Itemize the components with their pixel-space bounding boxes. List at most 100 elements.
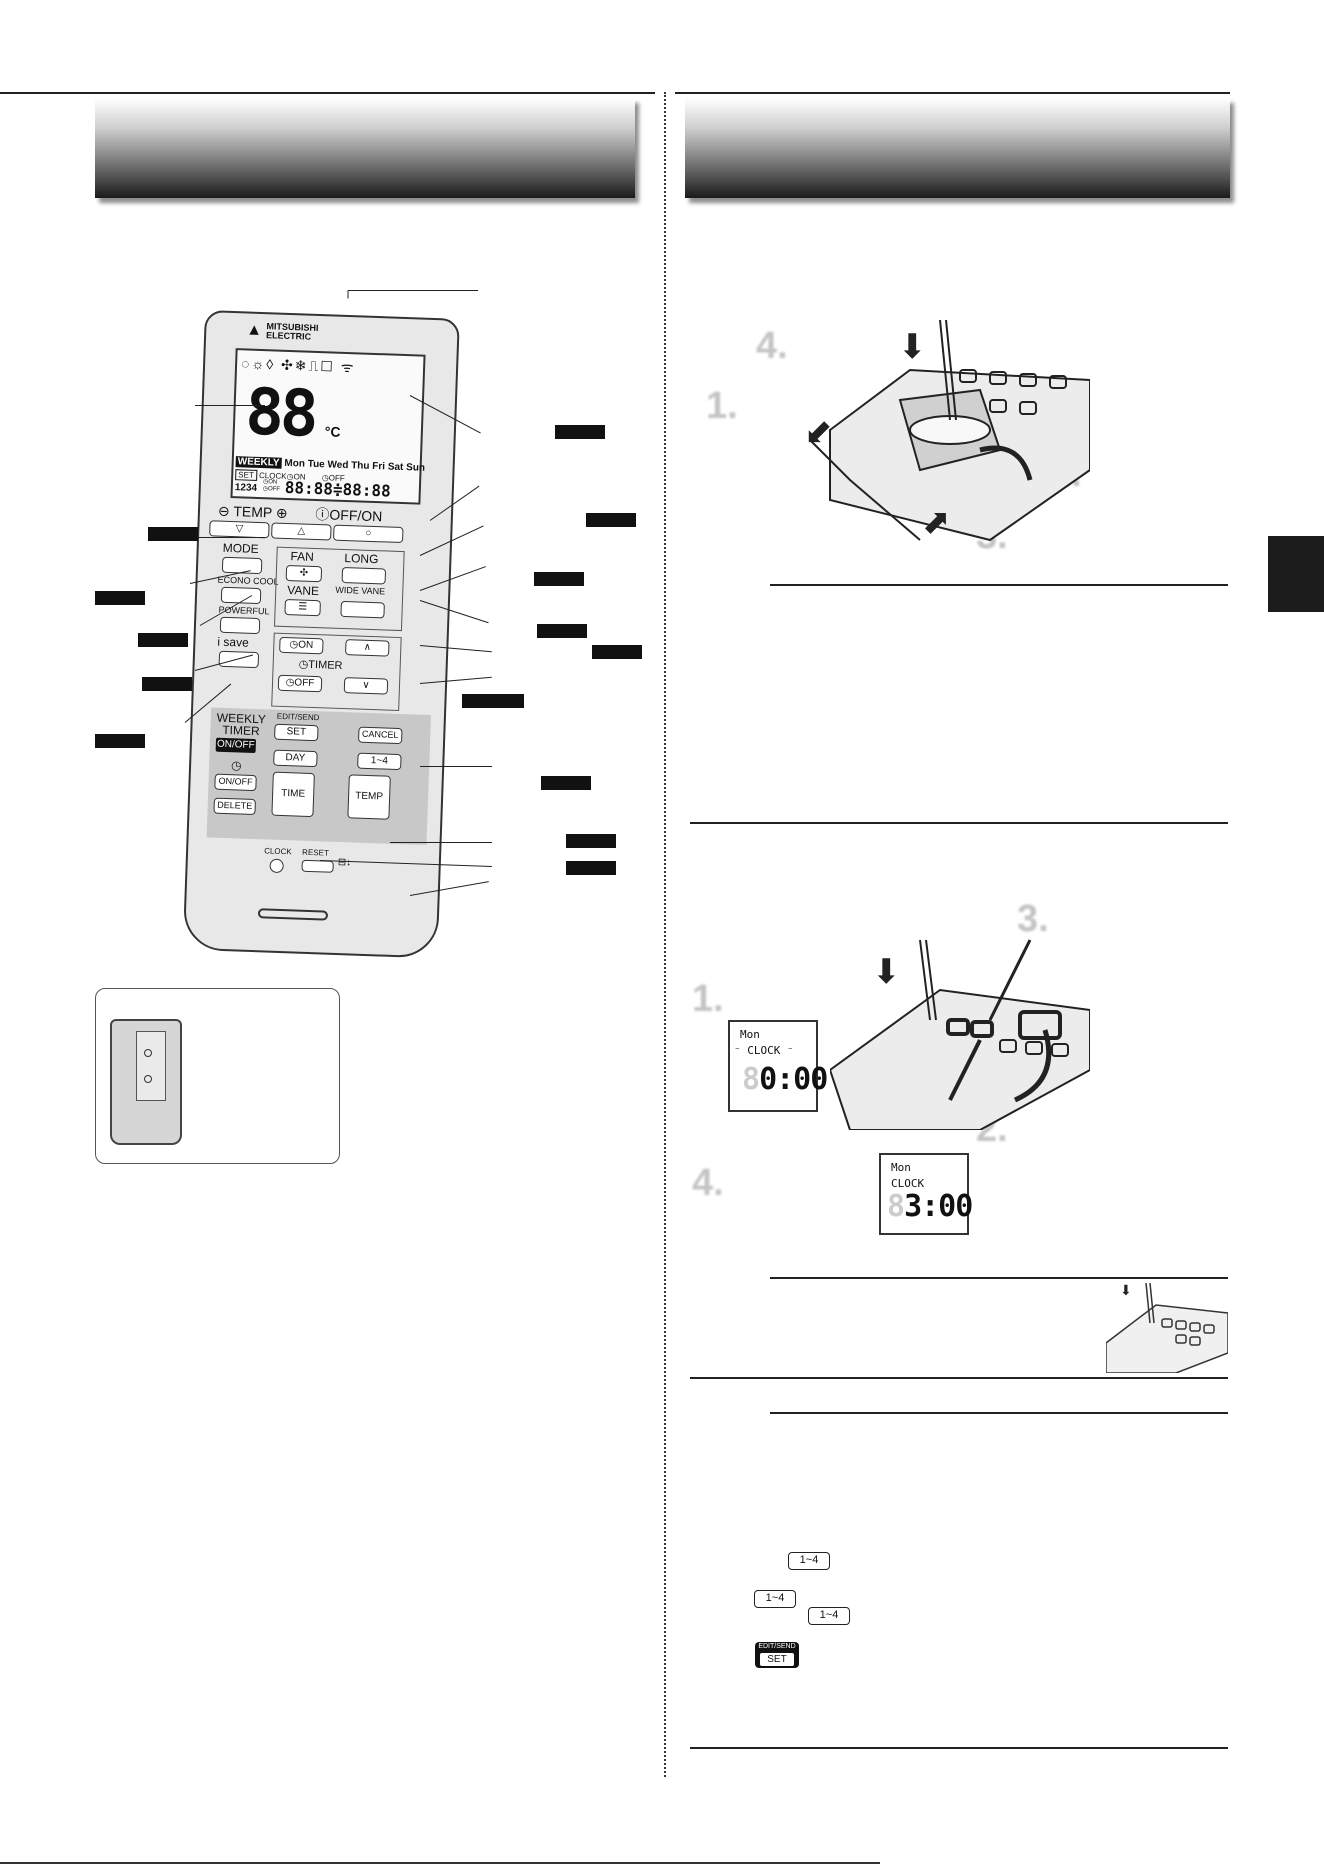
column-divider: [664, 92, 666, 1777]
timer-on-button[interactable]: ◷ON: [279, 636, 324, 655]
inline-one-four-key: 1~4: [788, 1552, 830, 1570]
battery-step-4: 4.: [756, 325, 788, 367]
battery-icon: ⊟↓: [337, 856, 352, 869]
vane-icon: ☰: [298, 601, 308, 613]
page-ref-tag: [566, 834, 616, 848]
leader-line: [420, 766, 492, 767]
time-button[interactable]: TIME: [271, 771, 315, 818]
inline-one-four-key: 1~4: [754, 1590, 796, 1608]
arrow-left-icon: ⬋: [804, 413, 833, 451]
clock-lcd-set: Mon CLOCK 83:00: [879, 1153, 973, 1235]
page-ref-tag: [534, 572, 584, 586]
arrow-down-icon: ⬇: [1120, 1282, 1132, 1298]
section-rule: [690, 822, 1228, 824]
off-on-button[interactable]: ○: [333, 524, 404, 544]
screw-icon: [144, 1075, 152, 1083]
page-ref-tag: [541, 776, 591, 790]
lcd-numbers: 1234: [234, 482, 258, 494]
brand-name: MITSUBISHI ELECTRIC: [265, 321, 319, 342]
vane-button[interactable]: ☰: [284, 598, 321, 617]
mitsubishi-logo-icon: ▲: [246, 321, 263, 340]
battery-step-1: 1.: [706, 385, 738, 427]
lcd-time: 88:88≑88:88: [284, 477, 392, 501]
battery-cover-grip: [257, 908, 329, 921]
fan-label: FAN: [290, 549, 315, 564]
mode-icons: ◌☼◊ ✣❄⎍☐ ᯤ: [240, 355, 356, 376]
lcd2-clock: CLOCK: [891, 1177, 925, 1190]
weekly-onoff-button[interactable]: ON/OFF: [215, 737, 257, 754]
one-four-button[interactable]: 1~4: [357, 752, 402, 771]
clock-step-1: 1.: [692, 978, 724, 1020]
day-button[interactable]: DAY: [273, 749, 318, 768]
fan-icon: ✣: [299, 567, 309, 579]
temp-down-button[interactable]: ▽: [209, 520, 270, 539]
section-rule: [690, 1377, 1228, 1379]
remote-controller-illustration: ▲ MITSUBISHI ELECTRIC ◌☼◊ ✣❄⎍☐ ᯤ 88 °C W…: [182, 310, 460, 959]
lcd-on-off: ◷ON ◷OFF: [263, 479, 281, 494]
leader-line: [195, 537, 265, 538]
inline-set-label: SET: [760, 1653, 794, 1666]
top-rule-left: [0, 92, 655, 94]
powerful-button[interactable]: [219, 616, 261, 635]
clock-step-4: 4.: [692, 1162, 724, 1204]
leader-line: [348, 290, 478, 291]
page-ref-tag: [95, 734, 145, 748]
top-rule-right: [675, 92, 1230, 94]
temp-button[interactable]: TEMP: [347, 774, 391, 820]
leader-line: [347, 290, 349, 299]
weekly-timer-panel: WEEKLY TIMER ON/OFF EDIT/SEND SET CANCEL…: [206, 707, 431, 846]
arrow-down-icon: ⬇: [872, 953, 901, 991]
clock-note-rule: [770, 1277, 1228, 1279]
timer-word-label: TIMER: [222, 722, 260, 739]
timer-down-button[interactable]: ∨: [343, 677, 389, 695]
page-ref-tag: [537, 624, 587, 638]
delete-button[interactable]: DELETE: [213, 797, 256, 816]
screw-icon: [144, 1049, 152, 1057]
cancel-button[interactable]: CANCEL: [357, 726, 403, 745]
page-ref-tag: [462, 694, 524, 708]
page-ref-tag: [566, 861, 616, 875]
lcd1-clock: ⁻ CLOCK ⁻: [734, 1044, 794, 1057]
page-ref-tag: [142, 677, 192, 691]
vane-label: VANE: [287, 583, 320, 599]
long-label: LONG: [344, 551, 379, 567]
section-end-rule: [690, 1747, 1228, 1749]
wide-vane-button[interactable]: [340, 600, 385, 619]
lcd-weekly: WEEKLY: [235, 456, 282, 469]
clock-button[interactable]: [269, 858, 284, 874]
left-section-header: [95, 98, 635, 198]
page-bottom-rule: [0, 1862, 880, 1864]
remote-holder-box: [95, 988, 340, 1164]
isave-label: i save: [217, 634, 250, 650]
timer-off-button[interactable]: ◷OFF: [277, 674, 323, 693]
arrow-up-right-icon: ⬈: [922, 503, 951, 541]
leader-line: [195, 405, 265, 406]
lcd-temperature: 88: [244, 375, 316, 452]
temp-label: TEMP: [233, 503, 273, 521]
clock-setting-illustration: [830, 939, 1090, 1130]
lcd-off2: ◷OFF: [262, 486, 281, 493]
battery-insertion-illustration: [809, 319, 1090, 542]
lcd-unit: °C: [324, 423, 341, 440]
reset-label: RESET: [301, 847, 329, 858]
arrow-down-icon: ⬇: [898, 328, 927, 366]
holder-slot: [136, 1031, 166, 1101]
remote-lcd-display: ◌☼◊ ✣❄⎍☐ ᯤ 88 °C WEEKLY Mon Tue Wed Thu …: [230, 348, 426, 505]
weekly-timer-label: WEEKLY TIMER: [216, 711, 267, 739]
isave-button[interactable]: [218, 650, 260, 669]
reset-button[interactable]: [301, 859, 334, 873]
chapter-tab: [1268, 536, 1324, 612]
leader-line: [390, 842, 492, 843]
set-button[interactable]: SET: [274, 723, 319, 742]
temp-up-button[interactable]: △: [271, 522, 332, 541]
lcd2-day: Mon: [891, 1161, 911, 1174]
long-button[interactable]: [341, 566, 387, 585]
clock-label: CLOCK: [264, 846, 292, 857]
inline-one-four-key: 1~4: [808, 1607, 850, 1625]
onoff-button[interactable]: ON/OFF: [214, 773, 257, 792]
timer-up-button[interactable]: ∧: [345, 639, 390, 657]
brand-line2: ELECTRIC: [265, 330, 312, 342]
mode-label: MODE: [222, 540, 259, 557]
fan-button[interactable]: ✣: [285, 564, 323, 583]
clock-step-3: 3.: [1017, 898, 1049, 940]
